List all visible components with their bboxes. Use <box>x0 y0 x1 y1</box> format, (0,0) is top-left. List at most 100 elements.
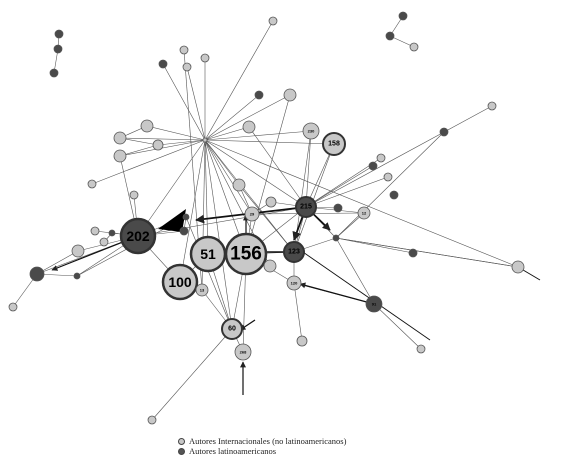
legend-label-international: Autores Internacionales (no latinoameric… <box>189 436 347 446</box>
node <box>54 29 64 39</box>
node-label: 156 <box>230 244 262 265</box>
node-circle <box>322 132 346 156</box>
node-circle <box>90 226 100 236</box>
node <box>140 119 154 133</box>
node: 29 <box>244 206 260 222</box>
node <box>113 149 127 163</box>
node <box>232 178 246 192</box>
node <box>283 88 297 102</box>
node <box>487 101 497 111</box>
node <box>71 244 85 258</box>
network-edge <box>204 94 291 141</box>
node-circle <box>161 263 199 301</box>
node <box>409 42 419 52</box>
node-circle <box>283 241 305 263</box>
node-circle <box>244 206 260 222</box>
node <box>333 203 343 213</box>
node-circle <box>99 237 109 247</box>
node-circle <box>368 161 378 171</box>
network-edge <box>335 237 519 268</box>
node-circle <box>53 44 63 54</box>
node <box>179 45 189 55</box>
node-circle <box>113 149 127 163</box>
network-edge <box>119 137 206 141</box>
node: 268 <box>234 343 252 361</box>
node-circle <box>232 178 246 192</box>
network-edges <box>12 15 541 421</box>
node <box>99 237 109 247</box>
network-edge <box>179 139 206 283</box>
node-circle <box>333 203 343 213</box>
network-edge <box>238 184 295 253</box>
network-edge <box>204 139 233 330</box>
node-circle <box>268 16 278 26</box>
network-edge <box>204 94 260 141</box>
node-circle <box>296 335 308 347</box>
node <box>296 335 308 347</box>
network-edge <box>185 216 233 330</box>
node-circle <box>71 244 85 258</box>
node <box>265 196 277 208</box>
node <box>385 31 395 41</box>
network-edge <box>204 139 335 145</box>
node-label: 120 <box>291 281 298 286</box>
node <box>263 259 277 273</box>
network-edge <box>335 237 375 305</box>
node-label: 215 <box>300 204 312 211</box>
node <box>368 161 378 171</box>
node-circle <box>389 190 399 200</box>
node-circle <box>179 226 189 236</box>
network-edge <box>204 139 519 268</box>
node-label: 91 <box>372 302 377 307</box>
node <box>202 137 208 143</box>
network-edge <box>137 206 307 237</box>
network-edge <box>119 144 159 157</box>
node-circle <box>286 275 302 291</box>
node-label: 268 <box>240 350 247 355</box>
node <box>147 415 157 425</box>
node <box>49 68 59 78</box>
node: 51 <box>189 235 227 273</box>
legend-item-latinamerican: Autores latinoamericanos <box>178 446 346 456</box>
node <box>389 190 399 200</box>
node-circle <box>234 343 252 361</box>
node-circle <box>140 119 154 133</box>
node-circle <box>73 272 81 280</box>
node-circle <box>408 248 418 258</box>
node <box>398 11 408 21</box>
network-edge <box>305 176 389 208</box>
node <box>332 234 340 242</box>
node <box>416 344 426 354</box>
node-circle <box>119 217 157 255</box>
node-circle <box>195 283 209 297</box>
node-circle <box>265 196 277 208</box>
node: 123 <box>283 241 305 263</box>
network-edge <box>204 139 307 208</box>
node-circle <box>54 29 64 39</box>
node <box>376 153 386 163</box>
node-circle <box>332 234 340 242</box>
node-label: 100 <box>168 274 192 290</box>
node-circle <box>152 139 164 151</box>
node <box>254 90 264 100</box>
node: 91 <box>365 295 383 313</box>
node-circle <box>182 62 192 72</box>
node <box>511 260 525 274</box>
node-label: 60 <box>228 326 236 333</box>
network-edge <box>157 139 206 146</box>
network-arrow <box>299 249 431 341</box>
legend: Autores Internacionales (no latinoameric… <box>178 436 346 456</box>
network-edge <box>305 130 312 208</box>
network-edge <box>91 139 206 185</box>
node-circle <box>511 260 525 274</box>
node-circle <box>87 179 97 189</box>
node <box>8 302 18 312</box>
network-edge <box>245 94 291 255</box>
node-circle <box>398 11 408 21</box>
node: 120 <box>286 275 302 291</box>
node-circle <box>129 190 139 200</box>
network-edge <box>204 139 295 253</box>
node-circle <box>263 259 277 273</box>
node <box>29 266 45 282</box>
